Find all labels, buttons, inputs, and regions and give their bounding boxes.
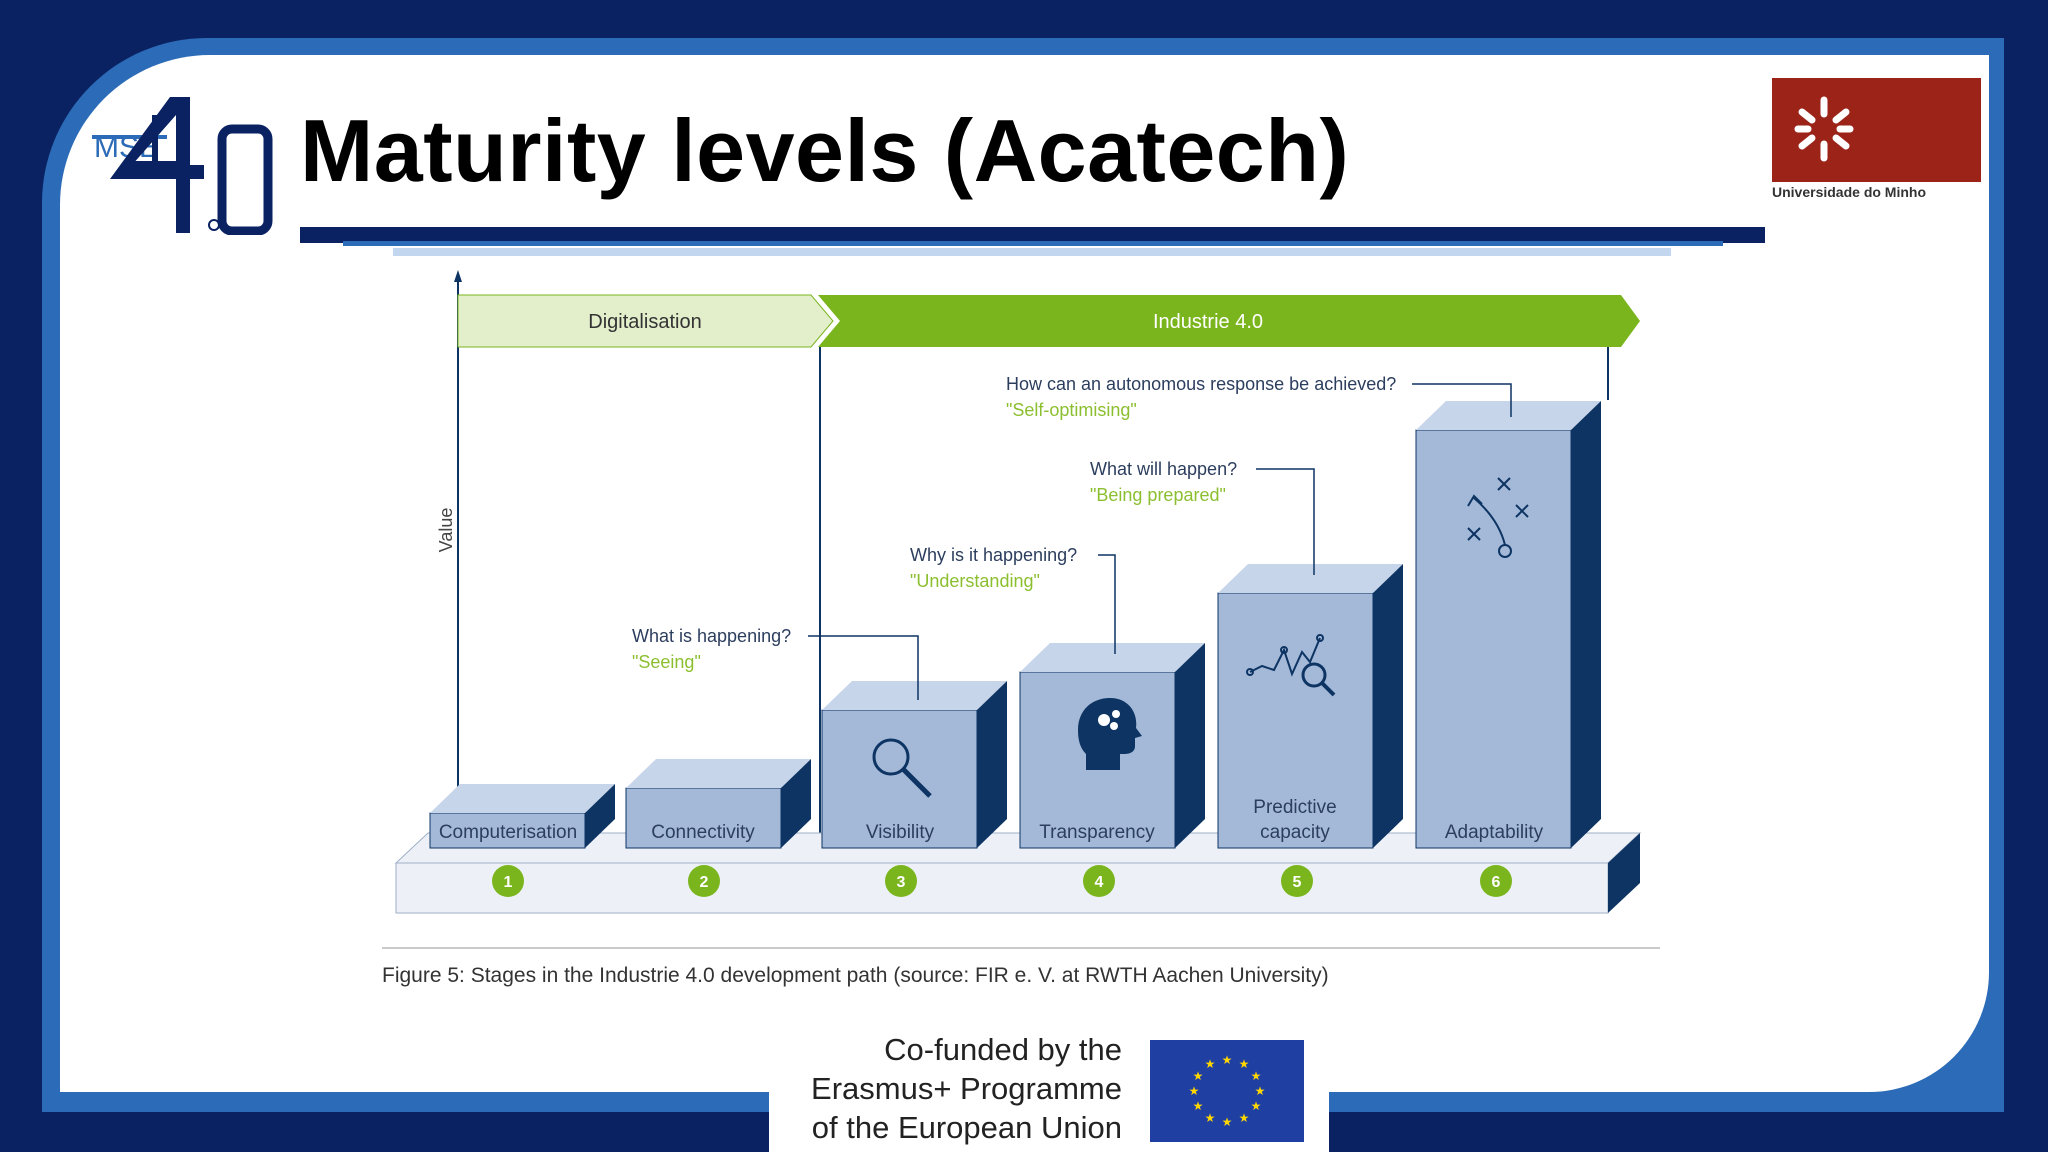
answer-3: "Seeing"	[632, 652, 701, 672]
stage-number-badge-1	[492, 865, 524, 897]
svg-text:★: ★	[1189, 1084, 1200, 1098]
mse-logo: MSE	[92, 97, 273, 235]
title-rule-navy	[300, 227, 1765, 243]
callout-line-4	[1098, 554, 1116, 654]
svg-text:★: ★	[1193, 1069, 1204, 1083]
platform-side	[1608, 833, 1640, 913]
title-rule-blue	[343, 241, 1723, 246]
svg-text:★: ★	[1255, 1084, 1266, 1098]
star-burst-icon	[1794, 96, 1854, 162]
stage-bar-2	[625, 759, 811, 849]
stage-number-1: 1	[504, 874, 513, 891]
stage-label-1: Computerisation	[439, 822, 577, 843]
stage-label-3: Visibility	[866, 822, 935, 843]
stage-number-badge-2	[688, 865, 720, 897]
brain-head-icon	[1078, 698, 1142, 770]
stage-label-6: Adaptability	[1445, 822, 1544, 843]
eu-funding-text: Co-funded by the Erasmus+ Programme of t…	[770, 1030, 1122, 1147]
stage-bar-3	[821, 681, 1007, 849]
svg-text:★: ★	[1222, 1115, 1233, 1129]
stage-number-badge-6	[1480, 865, 1512, 897]
university-name: Universidade do Minho	[1772, 184, 1927, 200]
figure-caption: Figure 5: Stages in the Industrie 4.0 de…	[382, 964, 1329, 987]
stage-label-4: Transparency	[1039, 822, 1155, 843]
title-rule-light	[393, 248, 1671, 256]
svg-text:★: ★	[1222, 1053, 1233, 1067]
stage-number-badge-3	[885, 865, 917, 897]
question-4: Why is it happening?	[910, 545, 1077, 565]
stage-number-4: 4	[1095, 874, 1104, 891]
phase-label-industrie: Industrie 4.0	[1153, 311, 1263, 333]
phase-banner-digitalisation	[457, 294, 834, 348]
svg-text:★: ★	[1205, 1057, 1216, 1071]
callout-line-6	[1412, 383, 1512, 417]
stage-number-6: 6	[1492, 874, 1501, 891]
strategy-play-icon	[1467, 477, 1529, 558]
phase-label-digitalisation: Digitalisation	[588, 311, 701, 333]
svg-text:★: ★	[1251, 1099, 1262, 1113]
question-3: What is happening?	[632, 626, 791, 646]
stage-label-5a: Predictive	[1253, 797, 1336, 818]
svg-text:★: ★	[1205, 1111, 1216, 1125]
callout-line-5	[1256, 468, 1315, 575]
stage-bar-1	[429, 784, 615, 849]
platform-front	[395, 862, 1609, 914]
stage-number-badge-4	[1083, 865, 1115, 897]
eu-text-line-1: Co-funded by the	[884, 1032, 1122, 1067]
callout-line-3	[808, 635, 919, 700]
svg-text:★: ★	[1239, 1057, 1250, 1071]
eu-text-line-3: of the European Union	[811, 1110, 1122, 1145]
stage-bar-5	[1217, 564, 1403, 849]
phase-banner-industrie	[818, 295, 1640, 347]
stage-number-badge-5	[1281, 865, 1313, 897]
eu-flag-icon: ★★★ ★★★ ★★★ ★★★	[1150, 1040, 1304, 1142]
stage-label-5b: capacity	[1260, 822, 1330, 843]
stage-label-2: Connectivity	[651, 822, 755, 843]
svg-text:★: ★	[1239, 1111, 1250, 1125]
svg-text:★: ★	[1193, 1099, 1204, 1113]
question-6: How can an autonomous response be achiev…	[1006, 374, 1396, 394]
axis-label: Value	[436, 508, 456, 553]
answer-6: "Self-optimising"	[1006, 400, 1137, 420]
page-title: Maturity levels (Acatech)	[300, 101, 1350, 200]
eu-text-line-2: Erasmus+ Programme	[811, 1071, 1122, 1106]
stage-number-2: 2	[700, 874, 709, 891]
stage-number-5: 5	[1293, 874, 1302, 891]
university-logo: Universidade do Minho	[1772, 78, 1981, 204]
maturity-diagram: Value Digitalisation Industrie 4.0	[382, 270, 1660, 987]
stage-bar-6	[1415, 401, 1601, 849]
analytics-graph-icon	[1246, 634, 1336, 697]
question-5: What will happen?	[1090, 459, 1237, 479]
magnifier-icon	[872, 738, 932, 798]
axis-arrow	[454, 270, 462, 282]
answer-5: "Being prepared"	[1090, 485, 1226, 505]
university-emblem	[1772, 78, 1981, 182]
svg-text:★: ★	[1251, 1069, 1262, 1083]
answer-4: "Understanding"	[910, 571, 1040, 591]
stage-number-3: 3	[897, 874, 906, 891]
